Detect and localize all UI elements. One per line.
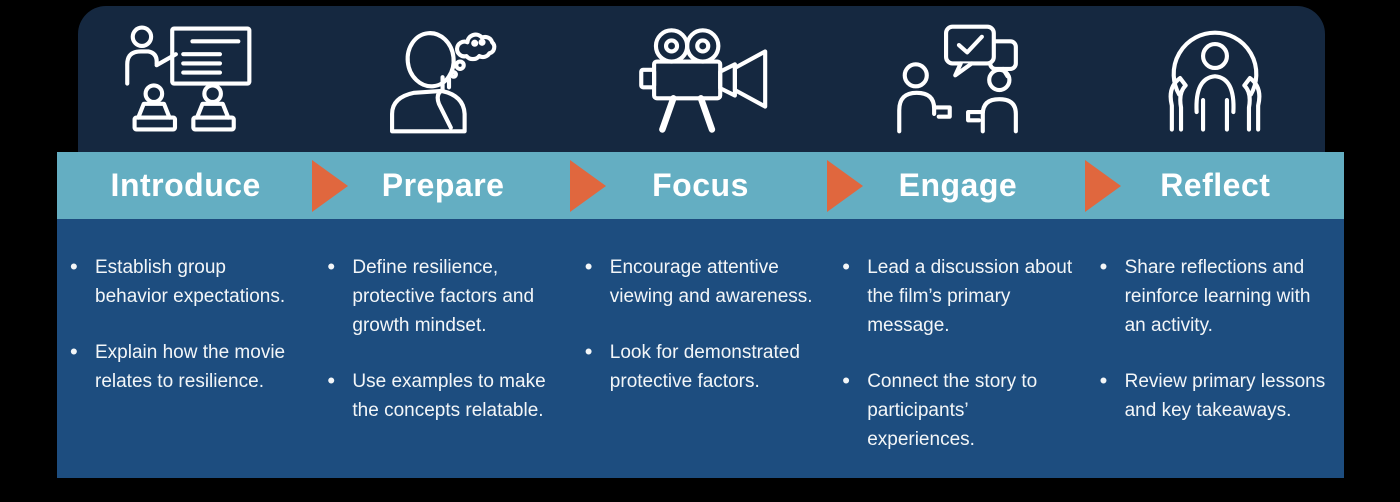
step-header-prepare: Prepare [381,167,505,203]
bullet-item: Explain how the movie relates to resilie… [57,337,300,396]
step-details-panel: Establish group behavior expectations. E… [57,219,1344,478]
step-column-focus: Encourage attentive viewing and awarenes… [572,219,829,478]
bullet-list: Share reflections and reinforce learning… [1087,252,1330,425]
arrow-right-icon [569,159,606,212]
step-column-prepare: Define resilience, protective factors an… [314,219,571,478]
bullet-list: Define resilience, protective factors an… [314,252,557,425]
bullet-list: Encourage attentive viewing and awarenes… [572,252,815,396]
step-icon-cell [1087,6,1344,152]
movie-camera-icon [627,23,773,135]
step-icon-cell [57,6,314,152]
step-header-band: Introduce Prepare Focus Engage Reflect [57,152,1344,219]
bullet-item: Encourage attentive viewing and awarenes… [572,252,815,311]
step-column-engage: Lead a discussion about the film’s prima… [829,219,1086,478]
bullet-item: Lead a discussion about the film’s prima… [829,252,1072,340]
step-icon-cell [829,6,1086,152]
discussion-icon [885,23,1031,135]
step-header-engage: Engage [898,167,1018,203]
bullet-item: Define resilience, protective factors an… [314,252,557,340]
arrow-right-icon [827,159,864,212]
bullet-item: Establish group behavior expectations. [57,252,300,311]
presentation-icon [113,23,259,135]
bullet-item: Share reflections and reinforce learning… [1087,252,1330,340]
icon-row [57,6,1344,152]
step-icon-cell [314,6,571,152]
step-column-reflect: Share reflections and reinforce learning… [1087,219,1344,478]
bullet-list: Lead a discussion about the film’s prima… [829,252,1072,454]
step-header-focus: Focus [652,167,749,203]
bullet-item: Review primary lessons and key takeaways… [1087,366,1330,425]
step-header-introduce: Introduce [110,167,261,203]
bullet-list: Establish group behavior expectations. E… [57,252,300,396]
step-header-reflect: Reflect [1160,167,1271,203]
step-icon-cell [572,6,829,152]
thinking-icon [375,23,512,135]
step-column-introduce: Establish group behavior expectations. E… [57,219,314,478]
bullet-item: Connect the story to participants’ exper… [829,366,1072,454]
bullet-item: Use examples to make the concepts relata… [314,366,557,425]
arrow-right-icon [1084,159,1121,212]
hands-care-icon [1142,23,1288,135]
arrow-right-icon [312,159,349,212]
bullet-item: Look for demonstrated protective factors… [572,337,815,396]
